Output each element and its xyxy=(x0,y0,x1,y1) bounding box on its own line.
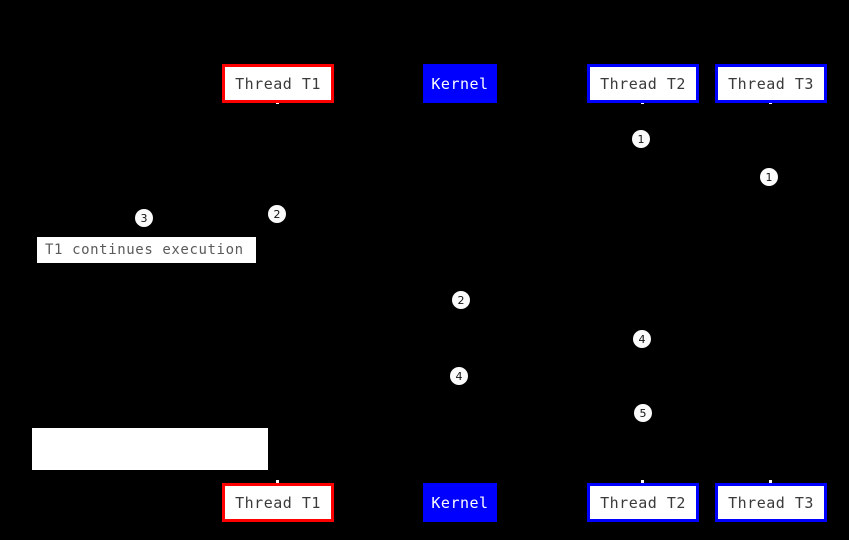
step-marker: 1 xyxy=(632,130,650,148)
participant-footer-thread-t3[interactable]: Thread T3 xyxy=(715,483,827,522)
participant-footer-thread-t1[interactable]: Thread T1 xyxy=(222,483,334,522)
step-marker: 2 xyxy=(452,291,470,309)
lifeline-t1 xyxy=(277,103,278,483)
participant-header-thread-t2[interactable]: Thread T2 xyxy=(587,64,699,103)
lifeline-t3 xyxy=(770,103,771,483)
step-marker: 4 xyxy=(633,330,651,348)
step-marker: 2 xyxy=(268,205,286,223)
lifeline-tick-t3-bottom xyxy=(769,480,772,483)
participant-footer-kernel[interactable]: Kernel xyxy=(423,483,497,522)
blank-note-box xyxy=(32,428,268,470)
step-marker: 3 xyxy=(135,209,153,227)
participant-header-thread-t3[interactable]: Thread T3 xyxy=(715,64,827,103)
note-t1-continues-execution: T1 continues execution xyxy=(36,236,257,264)
lifeline-t2 xyxy=(642,103,643,483)
lifeline-tick-t2-bottom xyxy=(641,480,644,483)
step-marker: 4 xyxy=(450,367,468,385)
participant-header-thread-t1[interactable]: Thread T1 xyxy=(222,64,334,103)
lifeline-tick-t1-bottom xyxy=(276,480,279,483)
step-marker: 1 xyxy=(760,168,778,186)
step-marker: 5 xyxy=(634,404,652,422)
participant-footer-thread-t2[interactable]: Thread T2 xyxy=(587,483,699,522)
participant-header-kernel[interactable]: Kernel xyxy=(423,64,497,103)
